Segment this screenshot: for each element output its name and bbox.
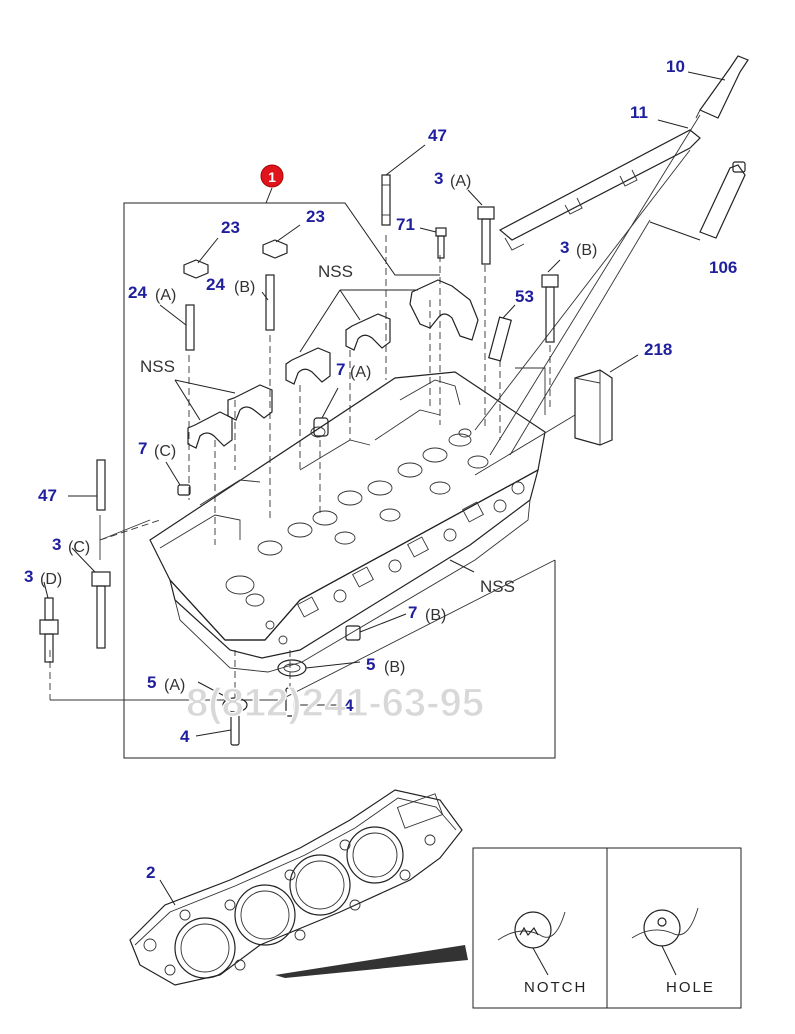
- guide-lines: [50, 114, 701, 701]
- assembly-frame: [123, 187, 556, 759]
- callout-5a: 5: [147, 673, 156, 692]
- nss-label-side: NSS: [480, 577, 515, 596]
- valve-seats: [225, 426, 489, 607]
- callout-4-left: 4: [180, 727, 190, 746]
- callout-53: 53: [515, 287, 534, 306]
- callout-23-right: 23: [306, 207, 325, 226]
- callout-7c-variant: (C): [154, 443, 176, 460]
- head-gasket: [129, 789, 468, 986]
- callout-24b: 24: [206, 275, 225, 294]
- phone-watermark: 8(812)241-63-95: [186, 681, 484, 725]
- callout-4-right: 4: [344, 696, 354, 715]
- callouts: 47 3 (A) 71 23 23 24 (A) 24 (B) 10 11 10…: [24, 57, 737, 882]
- callout-23-left: 23: [221, 218, 240, 237]
- callout-106: 106: [709, 258, 737, 277]
- callout-10: 10: [666, 57, 685, 76]
- hole-detail: HOLE: [631, 907, 715, 996]
- callout-7b-variant: (B): [425, 607, 446, 624]
- callout-5b: 5: [366, 655, 375, 674]
- notch-detail: NOTCH: [497, 911, 587, 996]
- callout-24b-variant: (B): [234, 279, 255, 296]
- callout-3d: 3: [24, 567, 33, 586]
- callout-7a: 7: [336, 360, 345, 379]
- callout-5b-variant: (B): [384, 659, 405, 676]
- nss-label-top: NSS: [318, 262, 353, 281]
- callout-3c: 3: [52, 535, 61, 554]
- callout-24a-variant: (A): [155, 287, 176, 304]
- callout-2: 2: [146, 863, 155, 882]
- nss-label-left: NSS: [140, 357, 175, 376]
- assembly-badge[interactable]: 1: [260, 164, 284, 188]
- hole-caption: HOLE: [666, 979, 715, 996]
- callout-3b: 3: [560, 238, 569, 257]
- callout-71: 71: [396, 215, 415, 234]
- glow-system: [498, 55, 749, 251]
- callout-3a: 3: [434, 169, 443, 188]
- callout-3b-variant: (B): [576, 242, 597, 259]
- side-ports: [265, 481, 525, 645]
- callout-11: 11: [630, 103, 648, 122]
- notch-caption: NOTCH: [524, 979, 587, 996]
- callout-5a-variant: (A): [164, 677, 185, 694]
- callout-7a-variant: (A): [350, 364, 371, 381]
- callout-3c-variant: (C): [68, 539, 90, 556]
- detail-boxes: NOTCH HOLE: [472, 847, 742, 1009]
- callout-7b: 7: [408, 603, 417, 622]
- assembly-badge-label: 1: [268, 169, 276, 185]
- callout-3d-variant: (D): [40, 571, 62, 588]
- callout-47-left: 47: [38, 486, 57, 505]
- callout-3a-variant: (A): [450, 173, 471, 190]
- callout-218: 218: [644, 340, 672, 359]
- leader-lines: [43, 71, 726, 737]
- bearing-caps: [187, 279, 479, 449]
- nss-labels: NSS NSS NSS: [140, 262, 515, 596]
- callout-47-top: 47: [428, 126, 447, 145]
- callout-7c: 7: [138, 439, 147, 458]
- callout-24a: 24: [128, 283, 147, 302]
- fasteners: [39, 174, 613, 746]
- cylinder-head: [149, 371, 546, 673]
